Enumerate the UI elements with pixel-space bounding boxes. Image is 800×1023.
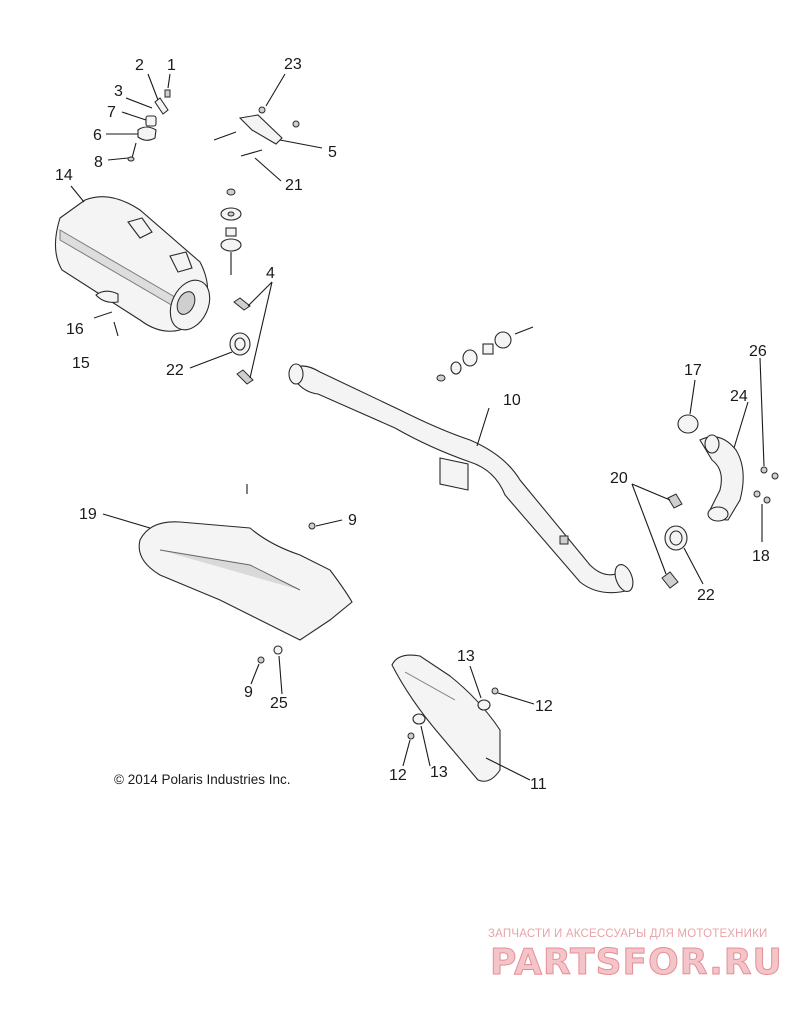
heat-shield-muffler [138,484,353,664]
callout-3: 3 [114,83,123,100]
callout-26: 26 [749,343,767,360]
callout-5: 5 [328,144,337,161]
callout-17: 17 [684,362,702,379]
callout-10: 10 [503,392,521,409]
bracket [213,106,300,157]
header-mount-hardware [436,326,534,382]
callout-22-muffler: 22 [166,362,184,379]
callout-15: 15 [72,355,90,372]
callout-20: 20 [610,470,628,487]
callout-9-upper: 9 [348,512,357,529]
callout-9-lower: 9 [244,684,253,701]
copyright-notice: © 2014 Polaris Industries Inc. [114,772,291,787]
callout-7: 7 [107,104,116,121]
callout-13-upper: 13 [457,648,475,665]
callout-12-right: 12 [535,698,553,715]
muffler [54,196,211,332]
callout-21: 21 [285,177,303,194]
callout-leaders [70,73,765,781]
callout-6: 6 [93,127,102,144]
callout-labels: 1 2 3 7 6 8 23 5 21 14 4 16 15 22 10 17 … [55,56,770,793]
callout-12-left: 12 [389,767,407,784]
spring-and-gasket-muffler [93,297,254,385]
heat-shield-header [391,654,501,782]
isolator-stack [220,188,242,275]
callout-13-lower: 13 [430,764,448,781]
callout-23: 23 [284,56,302,73]
callout-22-header: 22 [697,587,715,604]
callout-14: 14 [55,167,73,184]
watermark-logo: PARTSFOR.RU [490,942,783,984]
callout-24: 24 [730,388,748,405]
callout-4: 4 [266,265,275,282]
callout-19: 19 [79,506,97,523]
muffler-mount-hardware [127,89,171,162]
callout-16: 16 [66,321,84,338]
callout-2: 2 [135,57,144,74]
watermark-tagline: ЗАПЧАСТИ И АКСЕССУАРЫ ДЛЯ МОТОТЕХНИКИ [488,928,768,940]
callout-11: 11 [530,776,547,793]
callout-8: 8 [94,154,103,171]
spring-and-gasket-header [661,493,688,589]
callout-1: 1 [167,57,176,74]
elbow-assembly [677,414,779,522]
header-pipe [288,363,634,594]
callout-18: 18 [752,548,770,565]
callout-25: 25 [270,695,288,712]
